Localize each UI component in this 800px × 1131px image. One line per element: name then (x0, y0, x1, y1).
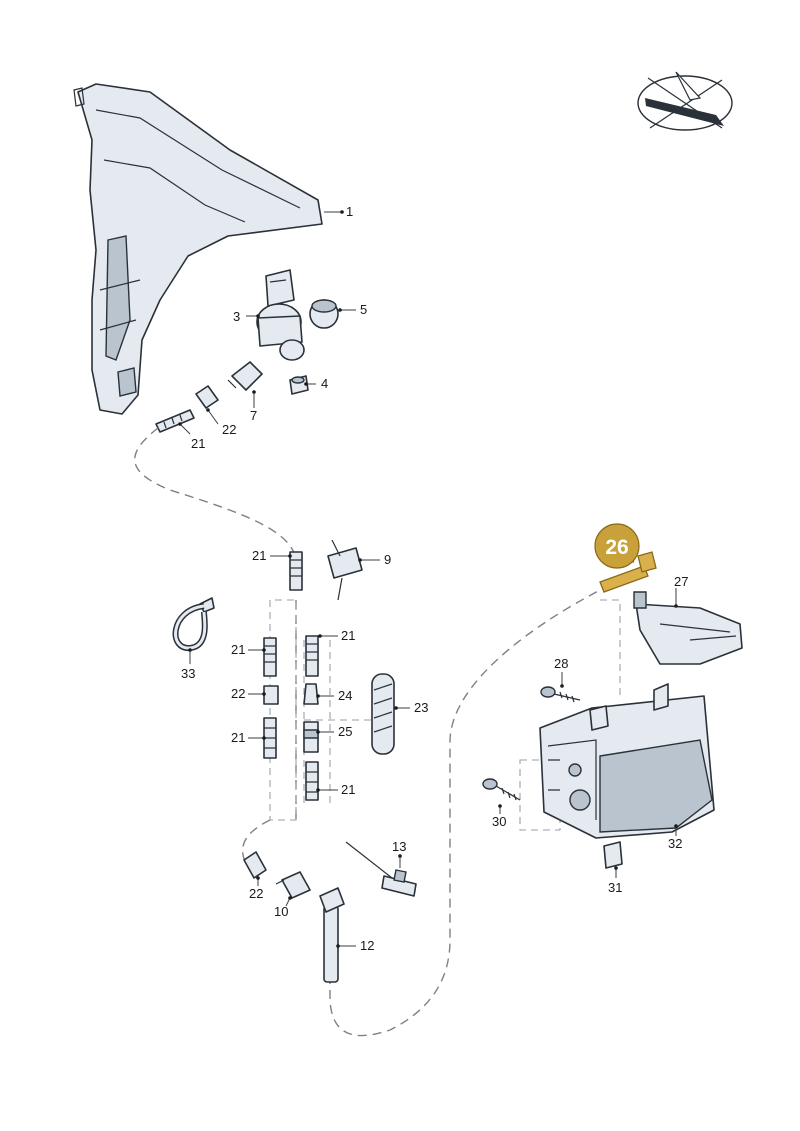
label-part-21-left-upper: 21 (231, 642, 245, 657)
seal-grommet[interactable] (289, 375, 309, 395)
hose-connector-10[interactable] (275, 871, 311, 899)
label-part-21-right-upper: 21 (341, 628, 355, 643)
washer-reservoir[interactable] (73, 83, 323, 415)
hose-segment-21d[interactable] (263, 717, 277, 759)
label-part-33: 33 (181, 666, 195, 681)
label-part-3: 3 (233, 309, 240, 324)
hose-sleeve-22b[interactable] (263, 685, 279, 705)
washer-hose-fitting[interactable] (319, 887, 345, 983)
leader-lines (179, 211, 677, 947)
screw-30[interactable] (482, 778, 521, 801)
hose-sleeve-bottom[interactable] (243, 851, 267, 879)
vehicle-orientation-icon (637, 71, 733, 131)
label-part-22-top: 22 (222, 422, 236, 437)
label-part-30: 30 (492, 814, 506, 829)
label-part-4: 4 (321, 376, 328, 391)
label-part-24: 24 (338, 688, 352, 703)
label-part-7: 7 (250, 408, 257, 423)
connector-piece[interactable] (227, 361, 263, 391)
label-part-5: 5 (360, 302, 367, 317)
part-labels: 1 3 5 4 7 22 21 21 9 21 21 22 24 23 21 2… (181, 204, 688, 953)
highlight-badge[interactable]: 26 (594, 523, 640, 569)
label-part-27: 27 (674, 574, 688, 589)
highlighted-part-26[interactable] (599, 551, 657, 593)
retaining-clip[interactable] (327, 539, 363, 601)
label-part-22-mid: 22 (231, 686, 245, 701)
hose-segment-21b[interactable] (263, 637, 277, 677)
badge-label: 26 (605, 536, 628, 559)
label-part-13: 13 (392, 839, 406, 854)
headlight-washer-nozzle[interactable] (633, 591, 743, 665)
hose-segment-top[interactable] (155, 409, 195, 433)
hose-segment-21e[interactable] (305, 761, 319, 801)
label-part-22-bottom: 22 (249, 886, 263, 901)
washer-pump[interactable] (256, 269, 305, 361)
label-part-25: 25 (338, 724, 352, 739)
grommet[interactable] (309, 299, 339, 329)
cable-tie[interactable] (172, 597, 215, 651)
label-part-31: 31 (608, 880, 622, 895)
check-valve-25[interactable] (303, 721, 319, 753)
label-part-21-col-top: 21 (252, 548, 266, 563)
cable-holder[interactable] (345, 841, 417, 897)
clip-nut[interactable] (603, 841, 623, 869)
label-part-9: 9 (384, 552, 391, 567)
washer-hose-route (134, 427, 611, 1037)
label-part-21-top: 21 (191, 436, 205, 451)
protective-sleeve[interactable] (371, 673, 395, 755)
label-part-28: 28 (554, 656, 568, 671)
label-part-21-right-lower: 21 (341, 782, 355, 797)
fog-light-assembly[interactable] (539, 683, 715, 839)
label-part-12: 12 (360, 938, 374, 953)
label-part-10: 10 (274, 904, 288, 919)
screw-28[interactable] (540, 686, 581, 703)
hose-segment-21a[interactable] (289, 551, 303, 591)
label-part-32: 32 (668, 836, 682, 851)
hose-segment-21c[interactable] (305, 635, 319, 677)
leader-dots (178, 210, 678, 948)
label-part-1: 1 (346, 204, 353, 219)
label-part-23: 23 (414, 700, 428, 715)
hose-connector-24[interactable] (303, 683, 319, 705)
label-part-21-left-lower: 21 (231, 730, 245, 745)
hose-sleeve-top[interactable] (195, 385, 219, 409)
